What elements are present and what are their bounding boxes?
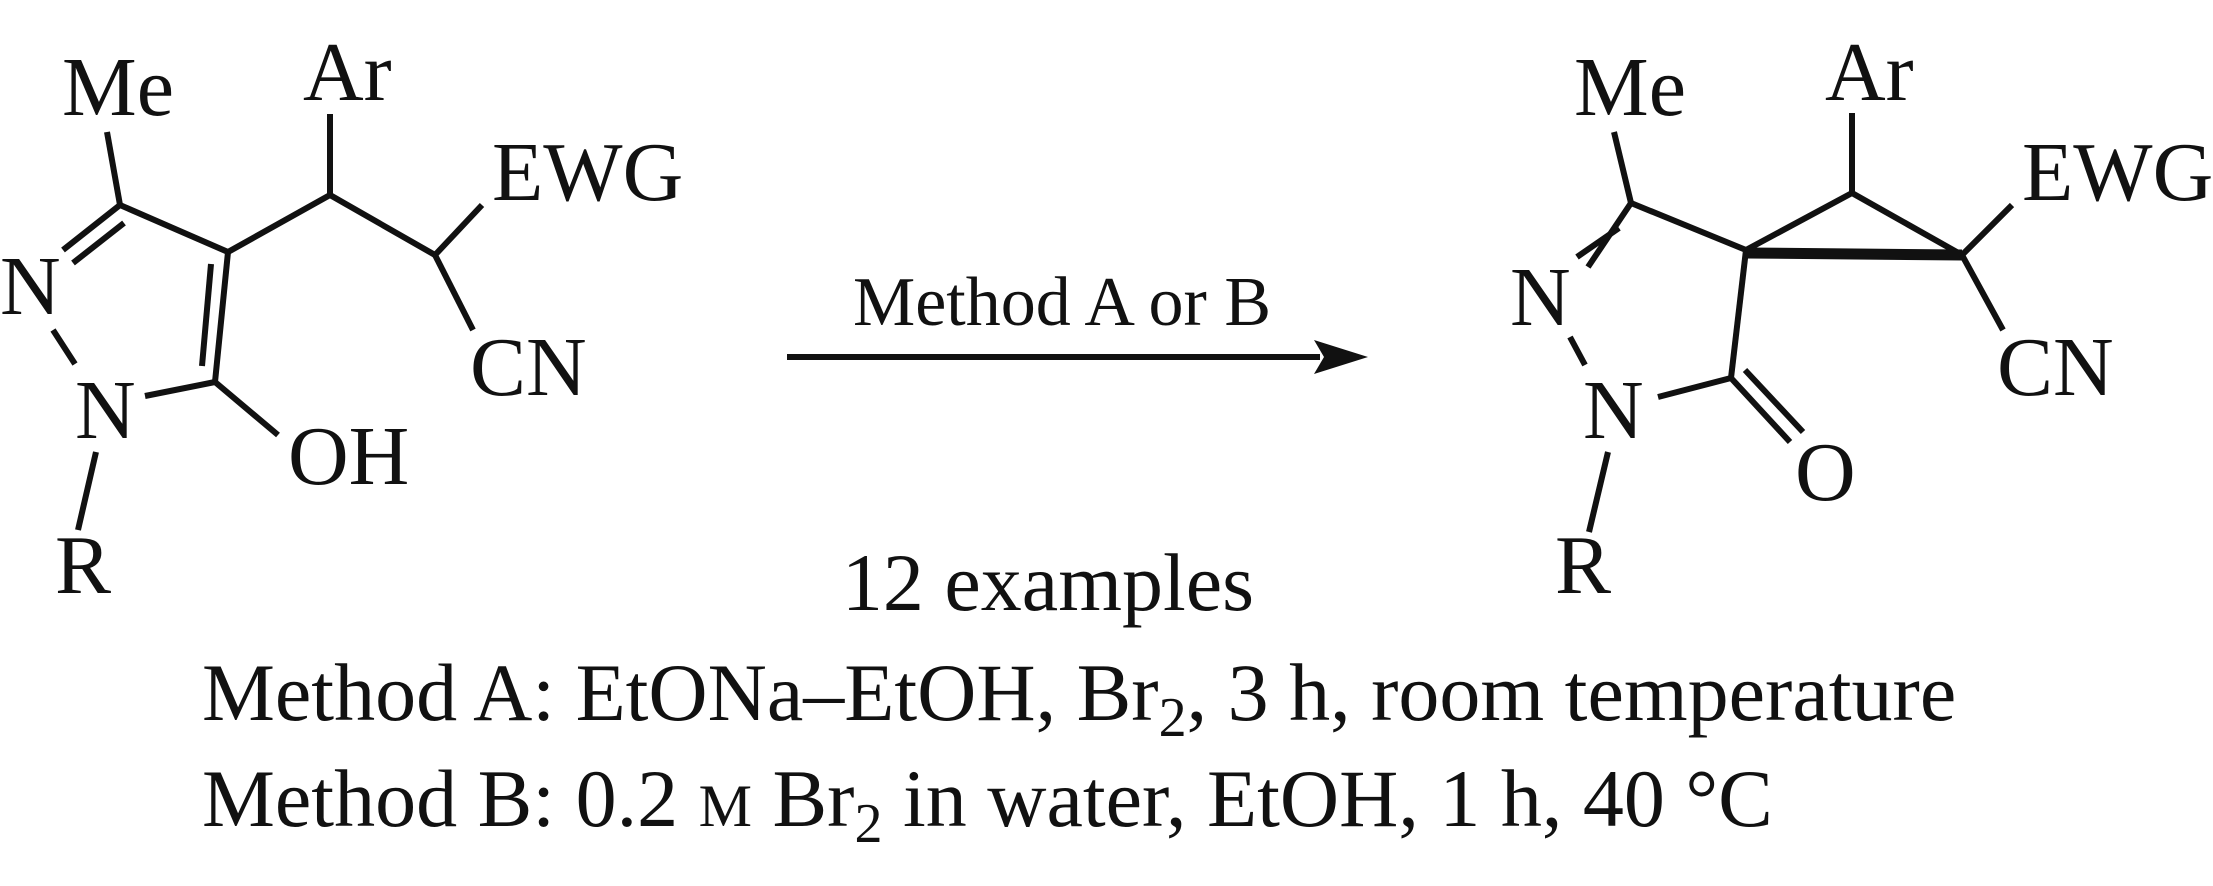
bond <box>213 379 280 438</box>
bond <box>144 379 216 399</box>
bond <box>328 192 437 258</box>
aryl-label: Ar <box>303 26 392 119</box>
bond <box>432 253 476 332</box>
bold-bond <box>1745 247 1963 261</box>
arrow-condition-label: Method A or B <box>853 264 1271 341</box>
bond <box>432 202 485 258</box>
reaction-arrow: Method A or B 12 examples <box>787 264 1368 628</box>
bond <box>1728 375 1793 445</box>
hydroxyl-label: OH <box>288 410 409 503</box>
carbonyl-oxygen-label: O <box>1795 426 1856 519</box>
cyano-label: CN <box>1997 321 2114 414</box>
bond <box>118 202 230 255</box>
nitrogen-label: N <box>75 364 136 457</box>
r-group-label: R <box>55 519 111 612</box>
ewg-label: EWG <box>2022 126 2213 219</box>
conditions-block: Method A: EtONa–EtOH, Br2, 3 h, room tem… <box>202 647 1956 855</box>
bond <box>212 251 231 383</box>
bond <box>1744 190 1854 253</box>
product-structure: Me Ar EWG CN N N O R <box>1510 26 2213 612</box>
bond <box>61 202 122 253</box>
subscript: 2 <box>854 793 882 855</box>
bond <box>1850 190 1964 258</box>
bond <box>1742 367 1806 435</box>
molar-unit: M <box>699 773 752 839</box>
bond <box>1629 200 1748 253</box>
r-group-label: R <box>1555 519 1611 612</box>
bond <box>199 263 214 367</box>
bond <box>1611 131 1634 204</box>
bond <box>1575 225 1621 260</box>
aryl-label: Ar <box>1825 26 1914 119</box>
method-b-text: Method B: 0.2 <box>202 753 699 844</box>
methyl-label: Me <box>1574 41 1686 134</box>
bond <box>1567 335 1588 367</box>
subscript: 2 <box>1159 687 1187 749</box>
bond <box>1657 375 1732 400</box>
bond <box>1959 202 2015 258</box>
bond <box>1728 249 1749 379</box>
nitrogen-label: N <box>1583 364 1644 457</box>
bond <box>50 328 78 366</box>
reactant-structure: Me Ar EWG CN N N OH R <box>0 26 683 612</box>
bond <box>104 131 123 206</box>
ewg-label: EWG <box>492 126 683 219</box>
arrow-head <box>1314 340 1368 374</box>
method-a-text: Method A: EtONa–EtOH, Br <box>202 647 1159 738</box>
method-b-conditions: Method B: 0.2 M Br2 in water, EtOH, 1 h,… <box>202 753 1773 855</box>
cyano-label: CN <box>470 321 587 414</box>
method-b-reagent: Br <box>752 753 855 844</box>
nitrogen-label: N <box>1510 251 1571 344</box>
bond <box>1959 253 2006 332</box>
examples-count-label: 12 examples <box>842 537 1254 628</box>
method-b-text-end: in water, EtOH, 1 h, 40 °C <box>882 753 1772 844</box>
methyl-label: Me <box>62 41 174 134</box>
bond <box>1586 451 1611 533</box>
nitrogen-label: N <box>0 240 61 333</box>
bond <box>71 220 126 266</box>
bond <box>226 192 332 255</box>
method-a-conditions: Method A: EtONa–EtOH, Br2, 3 h, room tem… <box>202 647 1956 749</box>
bond <box>75 451 99 531</box>
method-a-text-end: , 3 h, room temperature <box>1187 647 1957 738</box>
